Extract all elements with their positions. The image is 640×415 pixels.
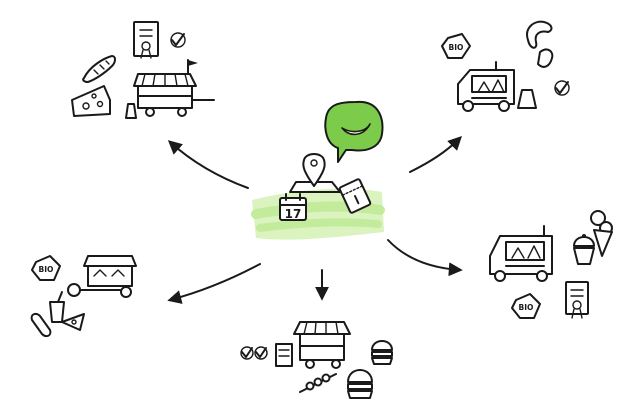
market-cart-icon — [133, 59, 215, 117]
sign-icon — [125, 103, 137, 119]
bike-stall-icon — [67, 255, 137, 298]
arrow-to-left — [167, 263, 261, 304]
burger-icon — [371, 340, 393, 365]
cluster-food-truck-top: BIO — [441, 20, 570, 112]
checkmark-icon — [171, 33, 185, 46]
banana-icon — [341, 123, 371, 136]
arrow-to-top-left — [167, 140, 249, 189]
cluster-market-stand-bottom — [240, 321, 393, 399]
drink-cup-icon — [49, 291, 65, 323]
sausage-icon — [30, 312, 52, 338]
cheese-icon — [71, 85, 111, 117]
sign-icon — [517, 89, 537, 109]
bio-label: BIO — [39, 265, 54, 274]
certificate-icon — [565, 281, 589, 319]
arrow-to-top-right — [409, 136, 462, 173]
ticket-icon — [338, 178, 372, 214]
certificate-icon — [133, 21, 159, 59]
skewer-icon — [299, 373, 337, 393]
bio-badge-icon: BIO — [441, 33, 471, 59]
ice-cream-icon — [590, 210, 613, 257]
center-hub: 17 — [251, 100, 385, 240]
bio-label: BIO — [519, 303, 534, 312]
bio-badge-icon: BIO — [31, 255, 61, 281]
sausage-icon — [526, 20, 554, 68]
checkmark-icon — [555, 81, 569, 94]
bio-label: BIO — [449, 43, 464, 52]
calendar-icon: 17 — [279, 193, 307, 221]
arrows — [167, 136, 463, 304]
checkmark-icon — [241, 347, 253, 358]
sign-icon — [275, 343, 293, 367]
pizza-icon — [61, 313, 85, 331]
market-stand-icon — [293, 321, 351, 369]
calendar-day: 17 — [285, 207, 302, 221]
checkmark-icon — [255, 347, 267, 358]
bio-badge-icon: BIO — [511, 293, 541, 319]
burger-icon — [347, 369, 373, 399]
baguette-icon — [82, 55, 116, 83]
map-pin-icon — [289, 153, 341, 193]
cluster-bike-stall: BIO — [30, 255, 137, 338]
cluster-market-cart — [71, 21, 215, 119]
cupcake-icon — [573, 234, 595, 265]
speech-bubble-icon — [324, 100, 384, 163]
cluster-icecream-truck: BIO — [489, 210, 613, 319]
food-truck-icon — [457, 61, 515, 112]
arrow-to-right — [387, 239, 463, 277]
food-truck-icon — [489, 225, 553, 282]
